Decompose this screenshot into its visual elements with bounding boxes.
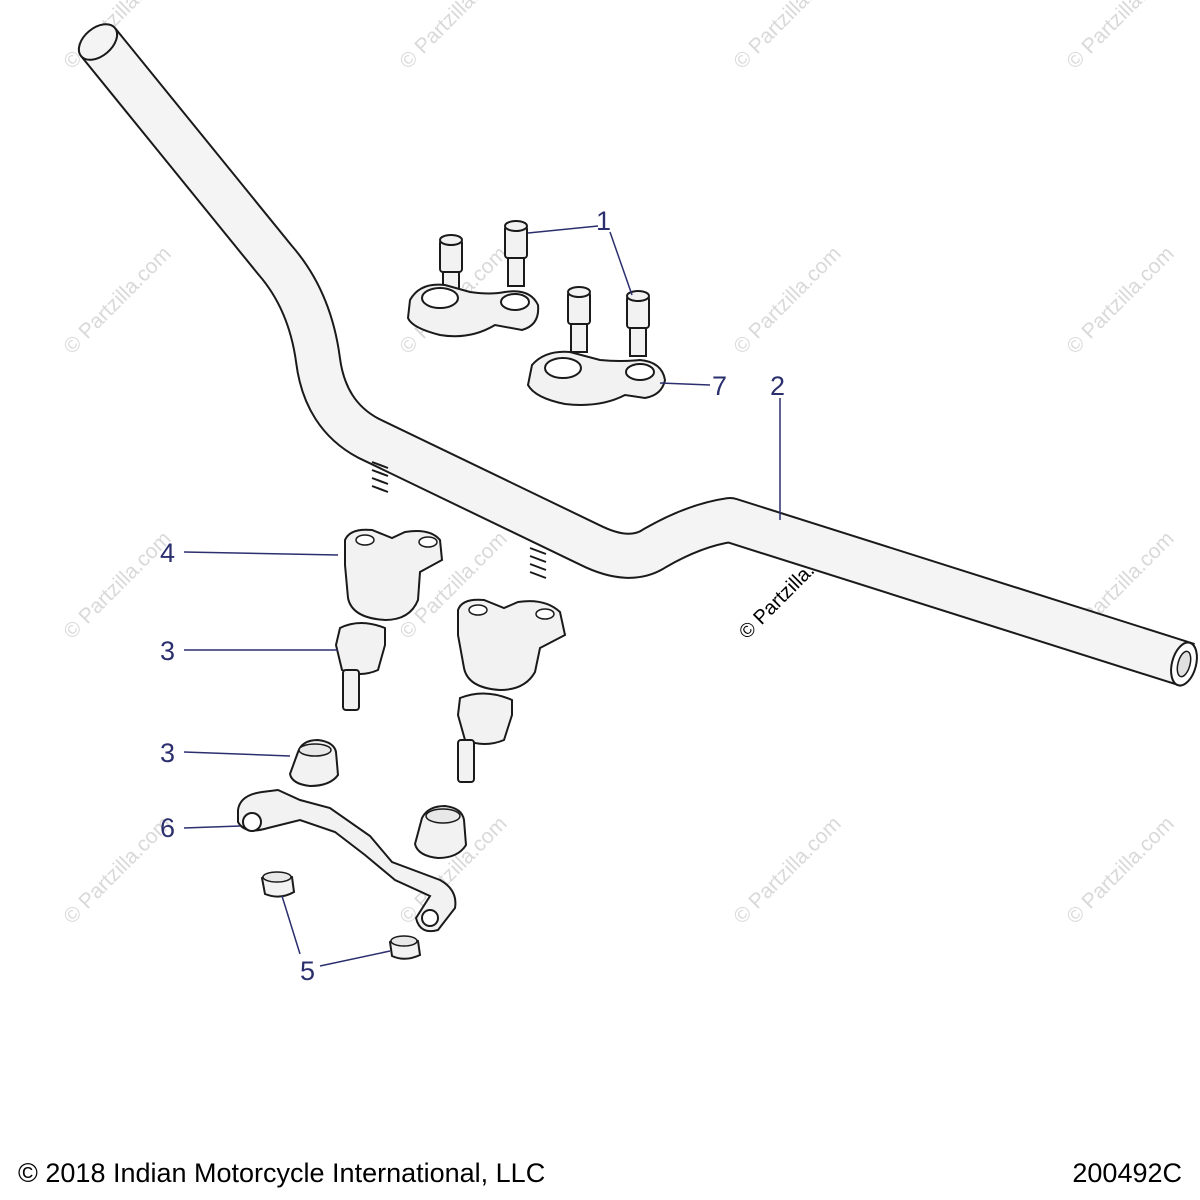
- clamp-bolts: [439, 220, 650, 357]
- callout-3: 3: [160, 738, 175, 768]
- callout-7: 7: [712, 371, 727, 401]
- risers: [344, 528, 567, 692]
- bolt: [626, 290, 650, 357]
- copyright-notice: © 2018 Indian Motorcycle International, …: [18, 1158, 546, 1188]
- watermark: © Partzilla.com: [1062, 242, 1178, 358]
- bushings: [288, 622, 513, 860]
- watermark-grid: © Partzilla.com © Partzilla.com © Partzi…: [59, 0, 1178, 929]
- riser: [344, 528, 444, 622]
- watermark: © Partzilla.com: [1062, 812, 1178, 928]
- callout-3: 3: [160, 636, 175, 666]
- upper-clamp: [406, 283, 540, 338]
- callout-1: 1: [596, 206, 611, 236]
- leader-lines: [183, 225, 781, 967]
- watermark: © Partzilla.com: [729, 0, 845, 74]
- riser-bushing: [456, 692, 513, 783]
- riser-bushing: [334, 622, 386, 711]
- watermark: © Partzilla.com: [59, 527, 175, 643]
- handlebar: [77, 23, 1198, 687]
- upper-clamp: [526, 350, 667, 406]
- spacer: [260, 871, 296, 898]
- callout-6: 6: [160, 813, 175, 843]
- callout-2: 2: [770, 371, 785, 401]
- spacer: [388, 935, 422, 960]
- lower-bushing: [288, 738, 340, 788]
- spacers: [260, 871, 422, 960]
- drawing-number: 200492C: [1072, 1158, 1182, 1188]
- callout-4: 4: [160, 538, 175, 568]
- knurl-marks: [371, 461, 547, 579]
- upper-clamps: [406, 283, 667, 406]
- riser: [457, 598, 567, 692]
- watermark: © Partzilla.com: [395, 0, 511, 74]
- lower-bushing: [413, 804, 468, 860]
- watermark: © Partzilla.com: [1062, 0, 1178, 74]
- watermark: © Partzilla.com: [729, 812, 845, 928]
- bracket: [237, 788, 457, 933]
- watermark: © Partzilla.com: [729, 242, 845, 358]
- bolt: [567, 286, 591, 353]
- callouts: 1 2 7 4 3 3 6 5: [160, 206, 785, 986]
- watermark: © Partzilla.com: [59, 812, 175, 928]
- callout-5: 5: [300, 956, 315, 986]
- watermark: © Partzilla.com: [59, 242, 175, 358]
- bolt: [504, 220, 528, 287]
